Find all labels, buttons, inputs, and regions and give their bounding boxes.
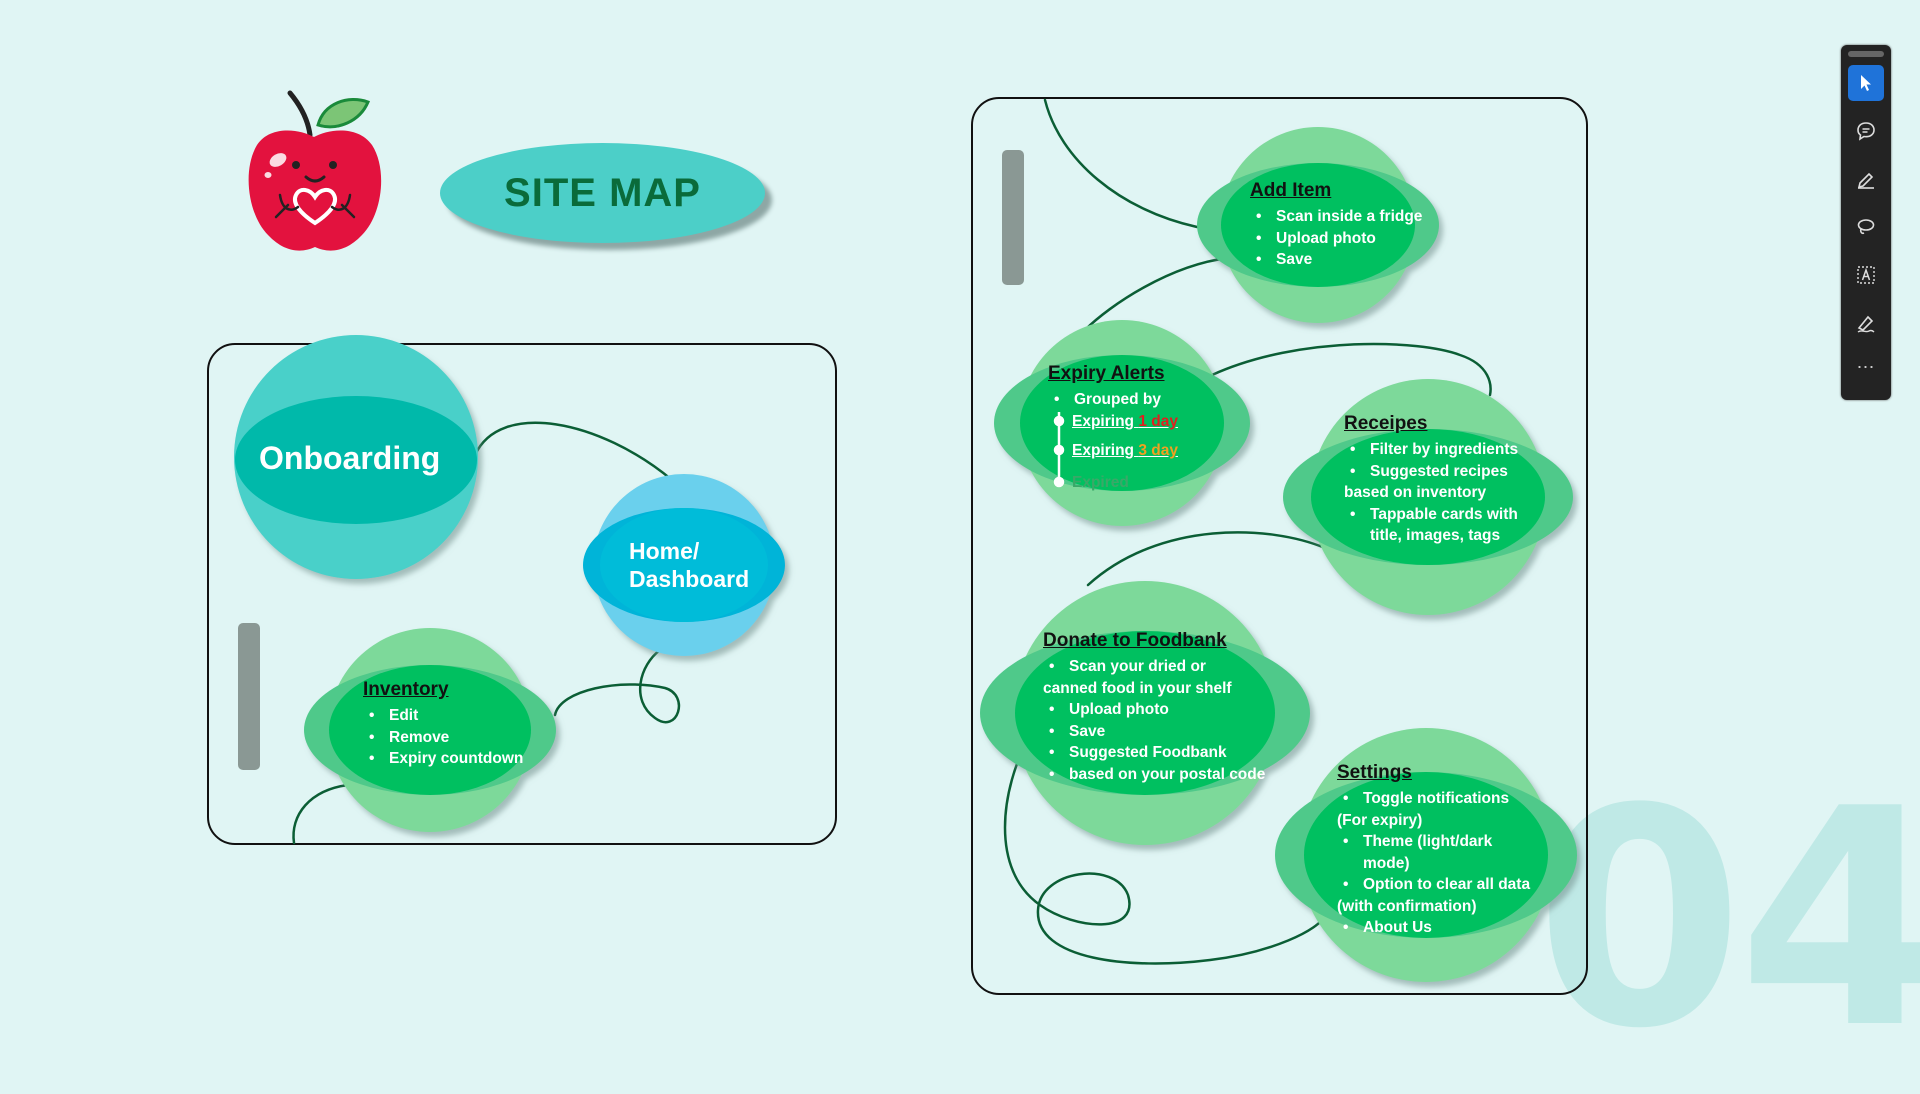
list-item: Toggle notifications <box>1343 788 1530 810</box>
list-item: Scan inside a fridge <box>1256 206 1422 228</box>
inventory-title: Inventory <box>363 679 449 700</box>
settings-list: Toggle notifications (For expiry) Theme … <box>1337 788 1530 939</box>
connector-inventory-bottom <box>292 783 350 845</box>
comment-icon <box>1857 122 1875 141</box>
list-item: Save <box>1256 249 1422 271</box>
home-label-line2: Dashboard <box>629 566 750 592</box>
expiry-alerts-list: Grouped by <box>1048 389 1165 411</box>
list-item: canned food in your shelf <box>1043 679 1232 697</box>
settings-text: Settings Toggle notifications (For expir… <box>1337 762 1530 939</box>
connector-recipes-donate <box>1086 531 1327 587</box>
expiry-3day-label: Expiring <box>1072 442 1135 459</box>
text-select-icon <box>1857 266 1875 284</box>
connector-onboarding-home <box>473 421 674 482</box>
connector-top-additem <box>1043 98 1199 229</box>
apple-logo <box>248 90 382 251</box>
donate-text: Donate to Foodbank Scan your dried or ca… <box>1043 630 1265 785</box>
site-map-title-pill: SITE MAP <box>440 143 765 243</box>
list-item: Edit <box>369 705 523 727</box>
sign-tool-button[interactable] <box>1848 305 1884 341</box>
list-item: mode) <box>1363 854 1410 872</box>
list-item: Remove <box>369 727 523 749</box>
list-item: Suggested Foodbank <box>1049 742 1265 764</box>
expiry-3day-value: 3 day <box>1138 442 1178 459</box>
comment-tool-button[interactable] <box>1848 113 1884 149</box>
expiry-1day-value: 1 day <box>1138 413 1178 430</box>
add-item-title: Add Item <box>1250 180 1332 201</box>
select-tool-button[interactable] <box>1848 65 1884 101</box>
sign-icon <box>1857 315 1875 333</box>
select-icon <box>1861 75 1871 91</box>
page-title: SITE MAP <box>504 170 701 215</box>
list-item: (with confirmation) <box>1337 897 1477 915</box>
donate-title: Donate to Foodbank <box>1043 630 1227 651</box>
onboarding-label: Onboarding <box>259 440 441 476</box>
list-item: based on your postal code <box>1049 764 1265 786</box>
expiry-alerts-text: Expiry Alerts Grouped by Expiring 1 day … <box>1048 363 1178 491</box>
right-panel-frame <box>971 97 1588 995</box>
annotation-toolbar: ⋯ <box>1841 45 1891 400</box>
left-panel-handle[interactable] <box>238 623 260 770</box>
list-item: Scan your dried or <box>1049 656 1265 678</box>
text-select-tool-button[interactable] <box>1848 257 1884 293</box>
inventory-text: Inventory Edit Remove Expiry countdown <box>363 679 523 770</box>
toolbar-grip[interactable] <box>1848 51 1884 57</box>
add-item-text: Add Item Scan inside a fridge Upload pho… <box>1250 180 1422 271</box>
more-options-button[interactable]: ⋯ <box>1856 357 1876 377</box>
connector-alerts-recipes <box>1210 342 1492 397</box>
recipes-list: Filter by ingredients Suggested recipes … <box>1344 439 1518 547</box>
connector-home-inventory <box>553 648 681 724</box>
list-item: Tappable cards with <box>1350 504 1518 526</box>
expiry-3day-row: Expiring 3 day <box>1072 442 1178 460</box>
list-item: title, images, tags <box>1370 527 1501 544</box>
list-item: Grouped by <box>1054 389 1165 411</box>
page-number: 04 <box>1535 745 1920 1094</box>
onboarding-node <box>234 335 478 579</box>
connector-donate-settings <box>1003 733 1327 965</box>
list-item: Upload photo <box>1256 228 1422 250</box>
lasso-icon <box>1857 219 1875 235</box>
list-item: Option to clear all data <box>1343 874 1530 896</box>
add-item-list: Scan inside a fridge Upload photo Save <box>1250 206 1422 271</box>
right-panel-handle[interactable] <box>1002 150 1024 285</box>
list-item: based on inventory <box>1344 484 1487 501</box>
expiry-1day-label: Expiring <box>1072 413 1135 430</box>
home-dashboard-node <box>583 474 785 656</box>
highlight-tool-button[interactable] <box>1848 161 1884 197</box>
list-item: Upload photo <box>1049 699 1265 721</box>
list-item: About Us <box>1343 917 1530 939</box>
list-item: Suggested recipes <box>1350 461 1518 483</box>
expiry-timeline <box>1053 412 1065 488</box>
list-item: Theme (light/dark <box>1343 831 1530 853</box>
expired-row: Expired <box>1072 474 1129 491</box>
inventory-list: Edit Remove Expiry countdown <box>363 705 523 770</box>
recipes-title: Receipes <box>1344 413 1428 434</box>
list-item: Save <box>1049 721 1265 743</box>
home-label-line1: Home/ <box>629 538 700 564</box>
donate-list: Scan your dried or canned food in your s… <box>1043 656 1265 785</box>
expiry-alerts-title: Expiry Alerts <box>1048 363 1165 384</box>
left-panel-frame <box>207 343 837 845</box>
lasso-tool-button[interactable] <box>1848 209 1884 245</box>
list-item: Expiry countdown <box>369 748 523 770</box>
settings-title: Settings <box>1337 762 1412 783</box>
highlight-icon <box>1857 172 1874 189</box>
list-item: (For expiry) <box>1337 811 1423 829</box>
list-item: Filter by ingredients <box>1350 439 1518 461</box>
recipes-text: Receipes Filter by ingredients Suggested… <box>1344 413 1518 547</box>
expiry-1day-row: Expiring 1 day <box>1072 413 1178 431</box>
connector-additem-alerts <box>1083 256 1230 332</box>
home-dashboard-label: Home/ Dashboard <box>629 537 749 593</box>
